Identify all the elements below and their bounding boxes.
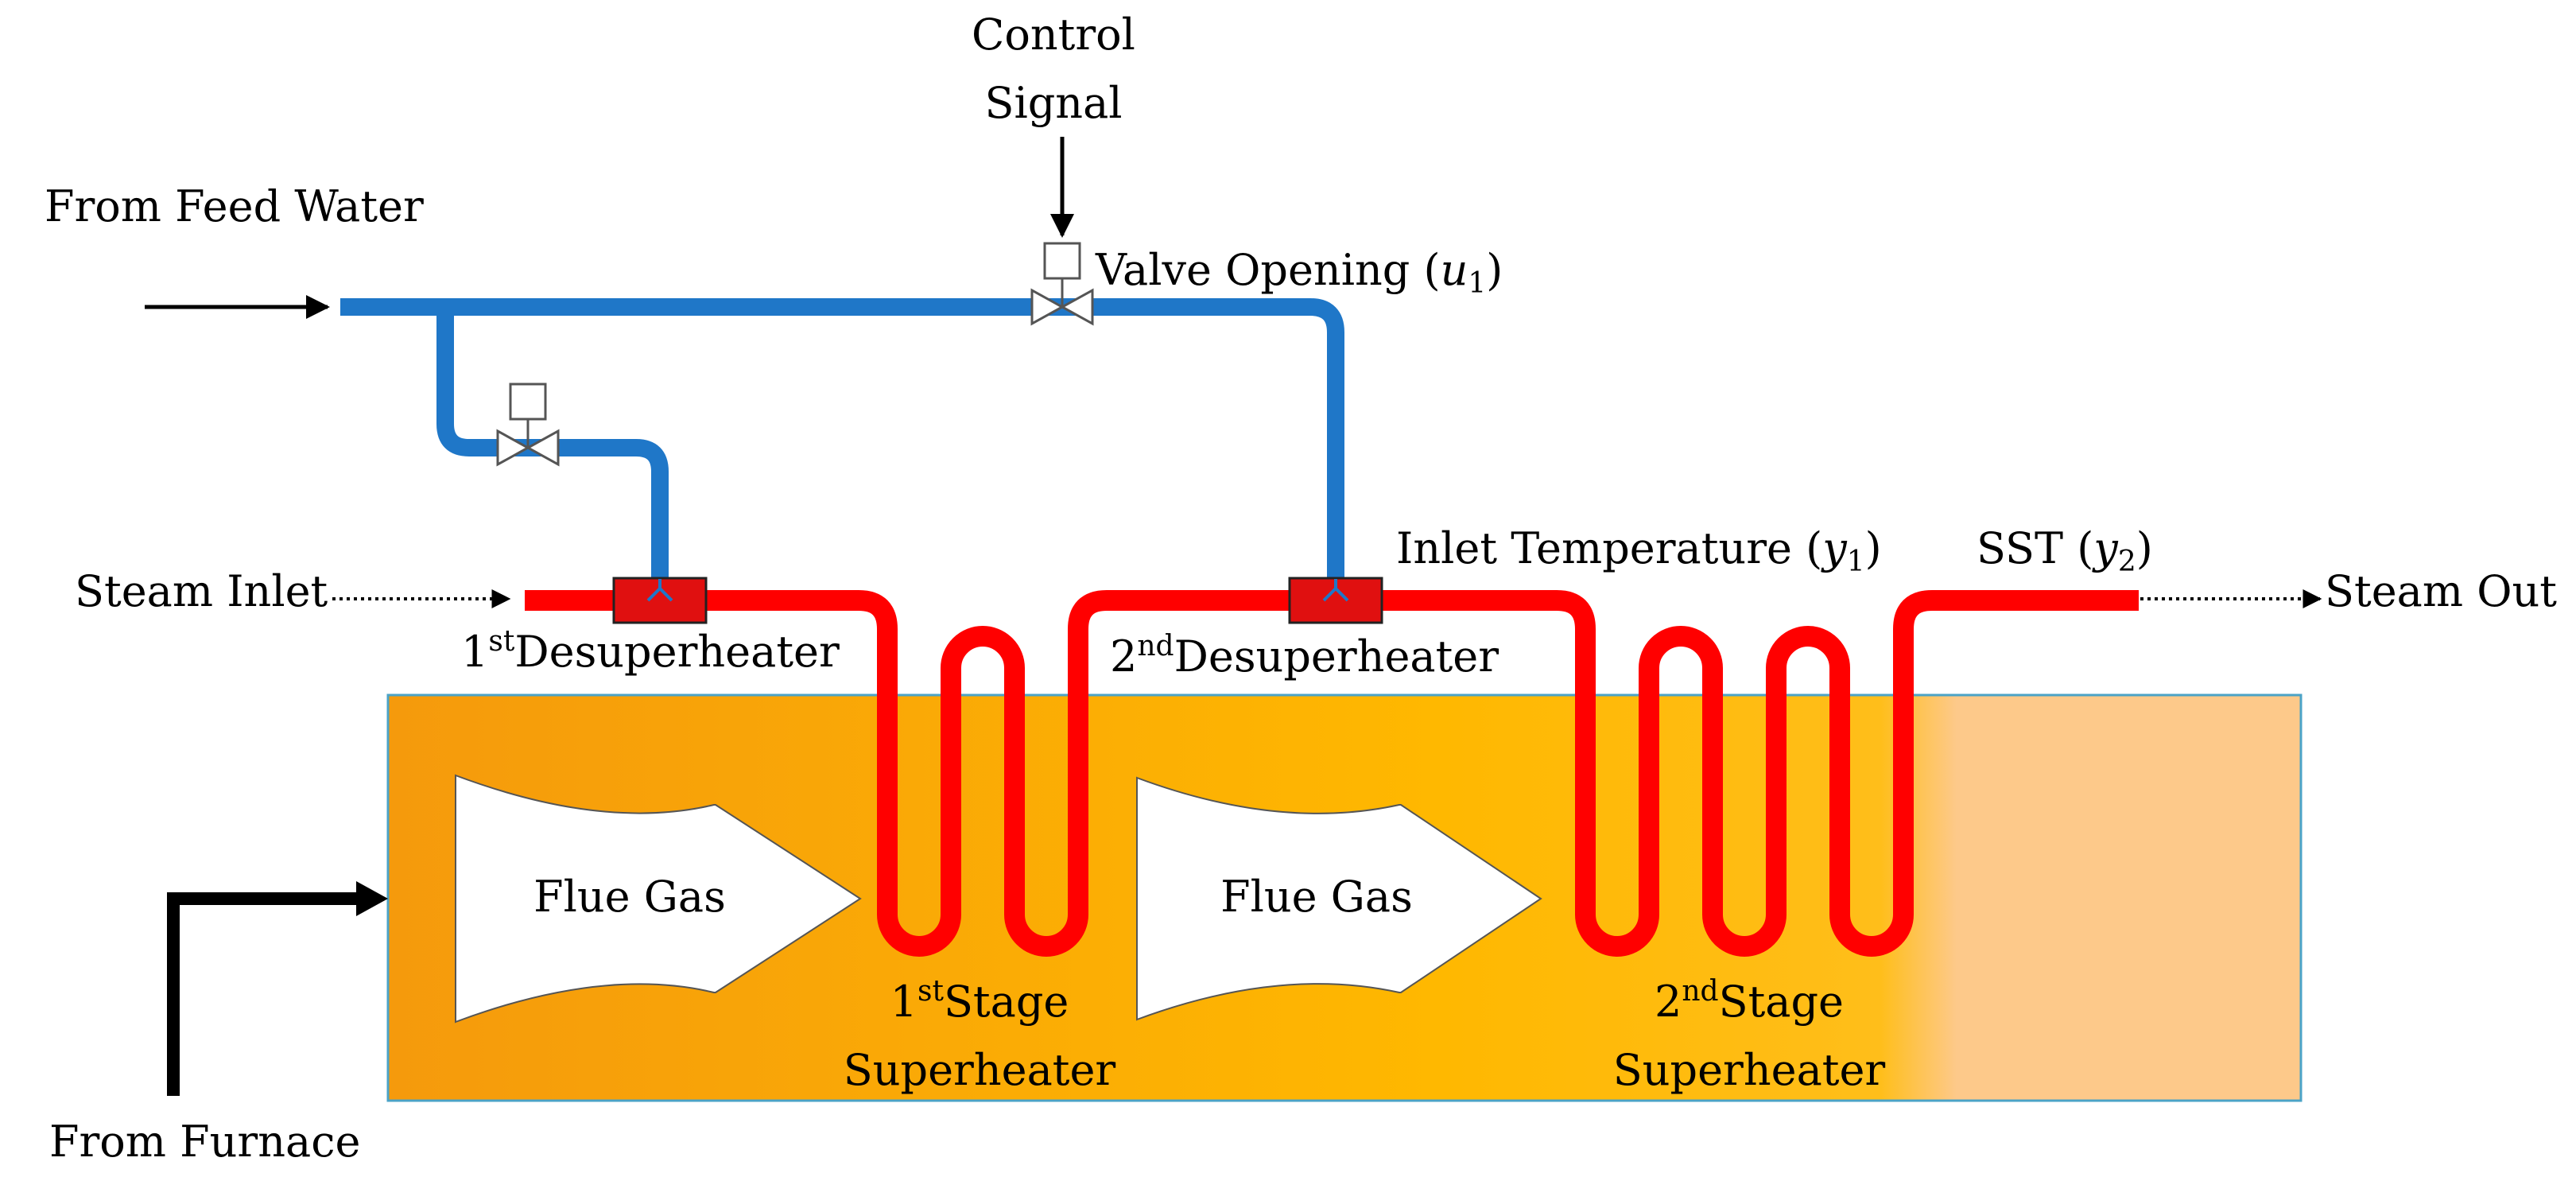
sst-sub: 2 bbox=[2118, 546, 2136, 578]
inlet-temperature-var: y bbox=[1821, 523, 1848, 573]
valve-branch-right-icon bbox=[525, 429, 560, 467]
sst-close: ) bbox=[2136, 523, 2153, 573]
valve-main-left-icon bbox=[1030, 288, 1065, 326]
sst-var: y bbox=[2092, 523, 2119, 573]
desuperheater-2-label: 2ndDesuperheater bbox=[1110, 630, 1499, 682]
control-signal-label-2: Signal bbox=[984, 78, 1122, 128]
control-signal-label-1: Control bbox=[972, 10, 1135, 60]
stage-1-sup: st bbox=[918, 975, 944, 1008]
inlet-temperature-text: Inlet Temperature ( bbox=[1396, 523, 1822, 573]
flue-gas-2-label: Flue Gas bbox=[1220, 872, 1413, 922]
desuperheater-1-sup: st bbox=[488, 625, 514, 658]
control-valve-main bbox=[1030, 242, 1094, 326]
valve-opening-text: Valve Opening ( bbox=[1095, 245, 1441, 295]
from-feed-water-label: From Feed Water bbox=[45, 181, 424, 231]
furnace-inlet-arrow bbox=[167, 892, 374, 1096]
stage-1-word: Stage bbox=[944, 977, 1069, 1027]
valve-main-right-icon bbox=[1059, 288, 1094, 326]
flue-gas-arrow-1-icon bbox=[455, 774, 862, 1024]
steam-out-label: Steam Out bbox=[2325, 566, 2557, 616]
main-feed-pipe bbox=[340, 298, 1344, 579]
desuperheater-1 bbox=[612, 577, 708, 624]
feed-water-pipes bbox=[340, 298, 1344, 579]
sst-label: SST (y2) bbox=[1977, 523, 2153, 578]
control-valve-branch bbox=[496, 383, 560, 467]
valve-opening-var: u bbox=[1441, 245, 1468, 295]
from-furnace-label: From Furnace bbox=[49, 1117, 360, 1167]
stage-2-num: 2 bbox=[1655, 977, 1682, 1027]
steam-inlet-label: Steam Inlet bbox=[75, 566, 328, 616]
valve-branch-left-icon bbox=[496, 429, 531, 467]
flue-gas-arrow-2-icon bbox=[1136, 776, 1542, 1021]
spray-nozzle-2-icon bbox=[1322, 579, 1349, 602]
flue-gas-1-label: Flue Gas bbox=[533, 872, 726, 922]
stage-2-word: Stage bbox=[1719, 977, 1844, 1027]
inlet-temperature-close: ) bbox=[1865, 523, 1882, 573]
furnace-arrowhead-icon bbox=[356, 881, 388, 916]
stage-2-label-line1: 2ndStage bbox=[1655, 975, 1844, 1027]
desuperheater-1-text: Desuperheater bbox=[514, 627, 840, 677]
stage-1-label-line1: 1stStage bbox=[890, 975, 1069, 1027]
desuperheater-1-label: 1stDesuperheater bbox=[461, 625, 840, 677]
desuperheater-2-num: 2 bbox=[1110, 631, 1137, 682]
steam-pipe bbox=[525, 590, 2139, 957]
desuperheater-2-text: Desuperheater bbox=[1174, 631, 1499, 682]
stage-2-sup: nd bbox=[1682, 975, 1718, 1008]
valve-main-actuator-icon bbox=[1043, 242, 1081, 280]
valve-branch-actuator-icon bbox=[509, 383, 547, 421]
desuperheater-1-num: 1 bbox=[461, 627, 488, 677]
stage-1-num: 1 bbox=[890, 977, 918, 1027]
valve-opening-label: Valve Opening (u1) bbox=[1095, 245, 1503, 300]
stage-1-label-line2: Superheater bbox=[844, 1045, 1116, 1095]
inlet-temperature-sub: 1 bbox=[1847, 546, 1865, 578]
desuperheater-2 bbox=[1288, 577, 1383, 624]
stage-2-label-line2: Superheater bbox=[1613, 1045, 1886, 1095]
valve-opening-sub: 1 bbox=[1468, 267, 1486, 300]
desuperheater-2-sup: nd bbox=[1137, 630, 1174, 662]
sst-text: SST ( bbox=[1977, 523, 2093, 573]
valve-opening-close: ) bbox=[1486, 245, 1503, 295]
spray-nozzle-1-icon bbox=[646, 579, 673, 602]
inlet-temperature-label: Inlet Temperature (y1) bbox=[1396, 523, 1882, 578]
